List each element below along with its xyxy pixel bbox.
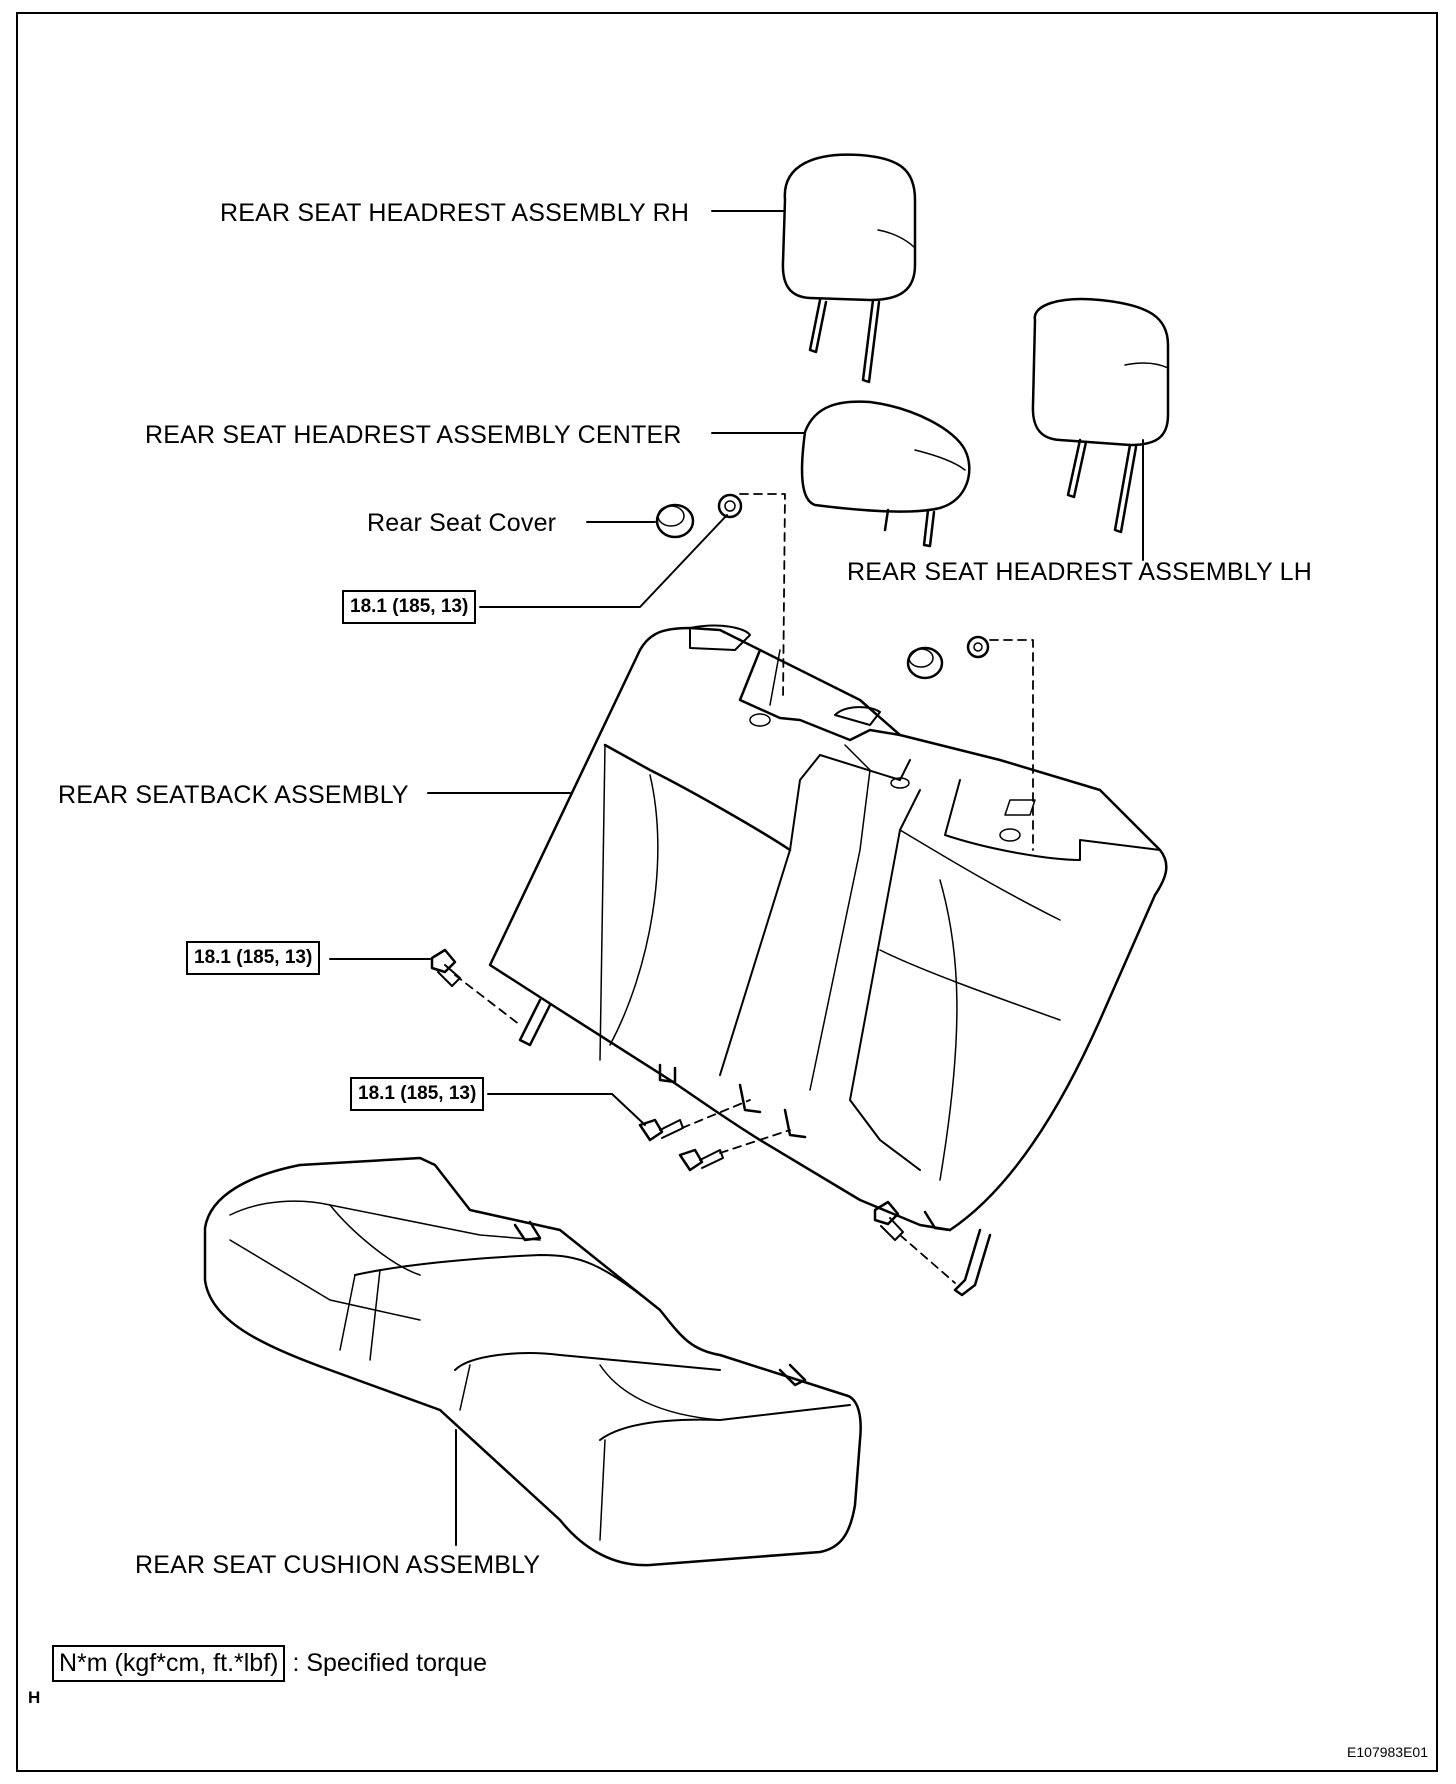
cushion-drawing — [203, 1156, 862, 1567]
torque-unit-box: N*m (kgf*cm, ft.*lbf) — [52, 1645, 286, 1682]
leader-lines — [329, 210, 1144, 1546]
label-cushion: REAR SEAT CUSHION ASSEMBLY — [135, 1551, 541, 1579]
seatback-drawing — [488, 624, 1168, 1297]
torque-legend: N*m (kgf*cm, ft.*lbf) : Specified torque — [52, 1645, 487, 1682]
torque-spec-box: 18.1 (185, 13) — [350, 1077, 485, 1111]
headrest-center-drawing — [800, 400, 971, 548]
label-rear-seat-cover: Rear Seat Cover — [367, 509, 557, 537]
label-seatback: REAR SEATBACK ASSEMBLY — [58, 781, 409, 809]
label-headrest-rh: REAR SEAT HEADREST ASSEMBLY RH — [220, 199, 690, 227]
bolts-drawing — [430, 948, 904, 1241]
label-headrest-lh: REAR SEAT HEADREST ASSEMBLY LH — [847, 558, 1312, 586]
torque-spec-box: 18.1 (185, 13) — [342, 590, 477, 624]
section-letter: H — [28, 1688, 41, 1707]
headrest-rh-drawing — [781, 153, 917, 384]
torque-legend-text: : Specified torque — [292, 1649, 488, 1677]
figure-code: E107983E01 — [1347, 1744, 1428, 1760]
installation-dashed-lines — [454, 493, 1034, 1284]
diagram-frame — [16, 12, 1438, 1772]
rear-seat-cover-drawing — [655, 493, 990, 680]
label-headrest-center: REAR SEAT HEADREST ASSEMBLY CENTER — [145, 421, 682, 449]
torque-spec-box: 18.1 (185, 13) — [186, 941, 321, 975]
headrest-lh-drawing — [1031, 297, 1170, 534]
